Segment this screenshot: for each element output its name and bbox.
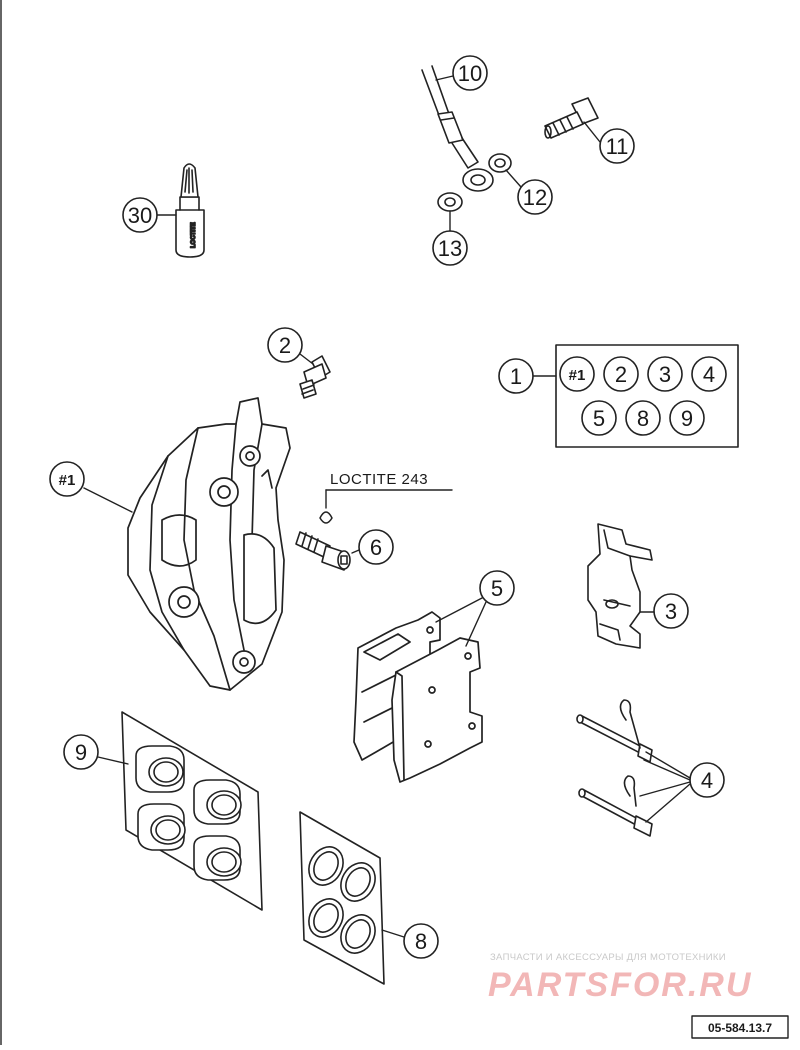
kit-item-h1: #1 — [559, 356, 595, 392]
kit-item-8: 8 — [625, 400, 661, 436]
brake-caliper — [127, 397, 291, 691]
svg-text:6: 6 — [370, 535, 382, 560]
callout-2: 2 — [267, 327, 314, 365]
callout-5: 5 — [435, 570, 515, 647]
loctite-note: LOCTITE 243 — [330, 471, 428, 488]
pad-spring — [587, 523, 653, 649]
kit-item-3: 3 — [647, 356, 683, 392]
kit-item-4: 4 — [691, 356, 727, 392]
svg-text:4: 4 — [701, 768, 713, 793]
kit-item-9: 9 — [669, 400, 705, 436]
callout-9: 9 — [63, 734, 129, 770]
pad-pin-lower — [578, 775, 653, 837]
svg-text:#1: #1 — [59, 472, 76, 489]
svg-text:9: 9 — [681, 406, 693, 431]
loctite-drop-icon — [319, 511, 333, 524]
svg-text:#1: #1 — [569, 367, 586, 384]
drawing-ref: 05-584.13.7 — [708, 1021, 772, 1035]
svg-text:5: 5 — [491, 576, 503, 601]
callout-12: 12 — [505, 169, 553, 215]
svg-text:13: 13 — [438, 236, 462, 261]
callout-13: 13 — [432, 210, 468, 266]
svg-text:8: 8 — [415, 929, 427, 954]
seal-ring-set — [299, 811, 385, 985]
callout-10: 10 — [435, 55, 488, 91]
callout-8: 8 — [381, 923, 439, 959]
svg-text:5: 5 — [593, 406, 605, 431]
tube-label: LOCTITE — [191, 222, 197, 248]
svg-text:3: 3 — [665, 599, 677, 624]
banjo-bolt-11 — [544, 97, 599, 139]
callout-6: 6 — [351, 529, 394, 565]
svg-text:4: 4 — [703, 362, 715, 387]
svg-text:9: 9 — [75, 740, 87, 765]
bleeder-screw — [299, 355, 331, 399]
callout-1: 1 — [498, 358, 557, 394]
svg-text:10: 10 — [458, 61, 482, 86]
pad-pin-upper — [576, 699, 653, 763]
washer-12 — [488, 153, 512, 173]
svg-text:2: 2 — [615, 362, 627, 387]
caliper-screw — [295, 531, 351, 571]
kit-box — [555, 344, 739, 448]
callout-h1: #1 — [49, 461, 133, 513]
svg-text:12: 12 — [523, 185, 547, 210]
loctite-tube: LOCTITE — [175, 163, 205, 258]
svg-text:8: 8 — [637, 406, 649, 431]
callout-3: 3 — [639, 593, 689, 629]
kit-item-5: 5 — [581, 400, 617, 436]
callout-30: 30 — [122, 197, 177, 233]
callout-11: 11 — [583, 121, 635, 164]
brake-hose — [421, 65, 494, 192]
watermark-subtitle: ЗАПЧАСТИ И АКСЕССУАРЫ ДЛЯ МОТОТЕХНИКИ — [490, 952, 726, 963]
svg-text:3: 3 — [659, 362, 671, 387]
watermark-logo: PARTSFOR.RU — [488, 966, 752, 1004]
svg-text:30: 30 — [128, 203, 152, 228]
svg-text:1: 1 — [510, 364, 522, 389]
drawing-ref-box — [691, 1015, 789, 1039]
callout-4: 4 — [639, 751, 725, 823]
svg-text:11: 11 — [606, 134, 629, 159]
kit-item-2: 2 — [603, 356, 639, 392]
piston-set — [121, 711, 263, 911]
svg-text:2: 2 — [279, 333, 291, 358]
washer-13 — [437, 192, 463, 212]
